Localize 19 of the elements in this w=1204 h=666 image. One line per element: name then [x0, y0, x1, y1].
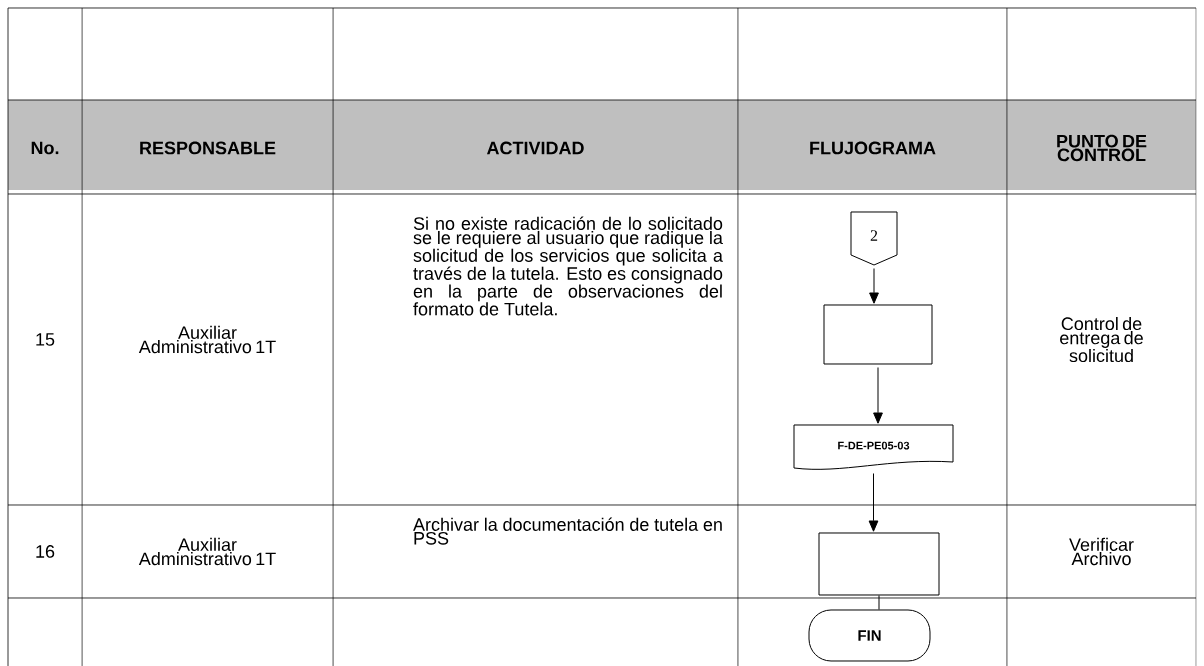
process-box: [818, 532, 940, 596]
cell-text: Control de entrega de solicitud: [1060, 316, 1143, 363]
arrow: [873, 367, 883, 424]
offpage-connector: 2: [850, 211, 898, 266]
cell-text: Verificar Archivo: [1069, 537, 1134, 566]
process-box: [823, 304, 933, 365]
header-cell: No.: [8, 100, 82, 190]
connector-line: [878, 595, 880, 610]
header-cell: PUNTO DE CONTROL: [1007, 100, 1196, 190]
activity-text: Archivar la documentación de tutela en PSS: [413, 517, 722, 545]
step-number: 16: [36, 545, 55, 558]
arrow: [869, 268, 879, 304]
activity-text: Si no existe radicación de lo solicitado se le requiere al usuario que radique la solicitud de los servicios que solicita a través de la tutela. Esto es consignado en la parte de observaciones del formato de Tutela.: [413, 216, 723, 316]
header-cell: ACTIVIDAD: [333, 100, 738, 190]
cell-text: Auxiliar Administrativo 1T: [138, 537, 276, 566]
cell-text: Auxiliar Administrativo 1T: [138, 325, 276, 354]
header-cell: FLUJOGRAMA: [738, 100, 1007, 190]
step-number: 15: [36, 333, 55, 346]
arrow: [868, 473, 879, 532]
